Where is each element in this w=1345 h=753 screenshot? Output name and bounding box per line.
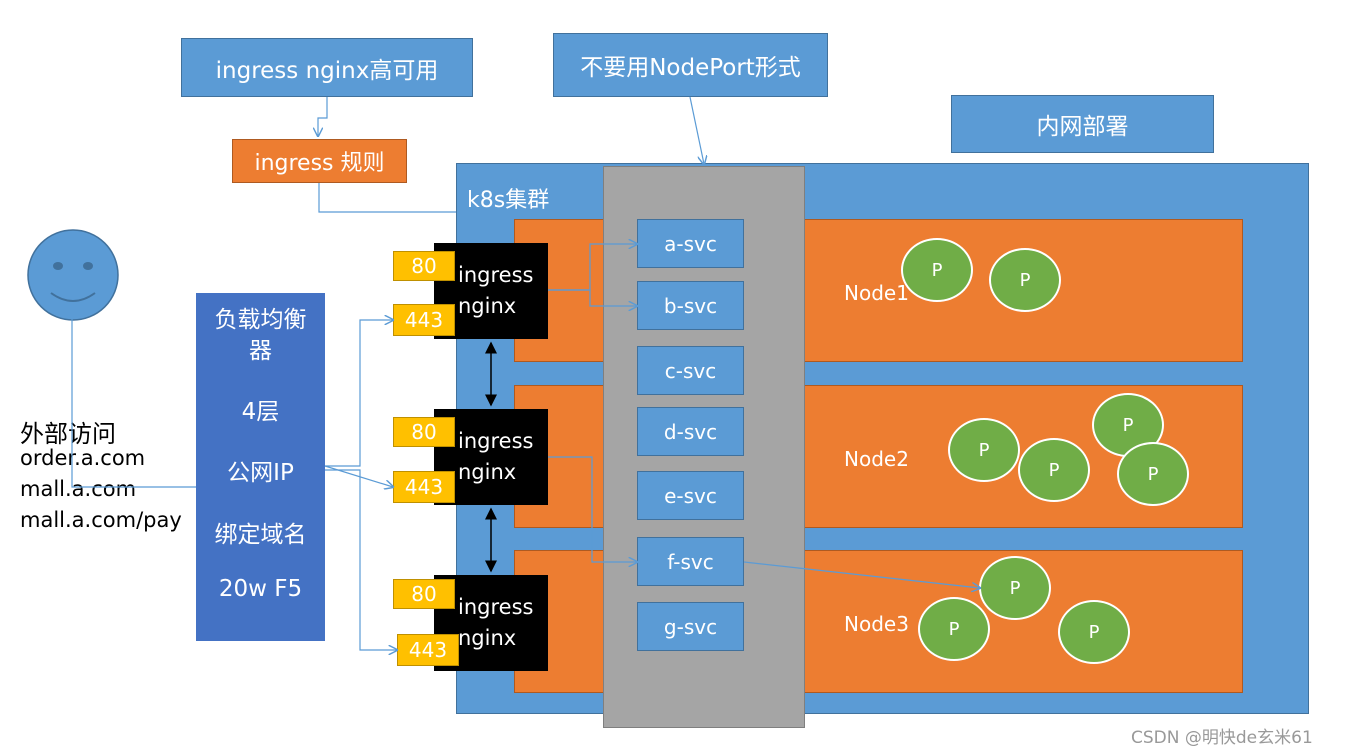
node3-label: Node3 <box>844 612 909 636</box>
service-f-svc: f-svc <box>637 537 744 586</box>
node1-label: Node1 <box>844 281 909 305</box>
watermark: CSDN @明快de玄米61 <box>1131 728 1313 748</box>
pod-node1-b: P <box>989 248 1061 312</box>
service-a-svc: a-svc <box>637 219 744 268</box>
ingress-nginx-1-line2: nginx <box>458 294 517 318</box>
ingress-rules-box: ingress 规则 <box>232 139 407 183</box>
port-80-3: 80 <box>393 579 455 609</box>
service-b-svc: b-svc <box>637 281 744 330</box>
service-g-svc: g-svc <box>637 602 744 651</box>
service-e-svc: e-svc <box>637 471 744 520</box>
lb-title-line2: 器 <box>249 338 272 364</box>
lb-layer: 4层 <box>241 399 280 425</box>
lb-domain: 绑定域名 <box>214 522 307 548</box>
pod-node3-b: P <box>918 597 990 661</box>
pod-node3-a: P <box>979 556 1051 620</box>
user-smiley-icon <box>27 229 119 321</box>
service-c-svc: c-svc <box>637 346 744 395</box>
lb-title-line1: 负载均衡 <box>214 307 307 333</box>
port-443-2: 443 <box>393 471 455 503</box>
pod-node1-a: P <box>901 238 973 302</box>
ingress-nginx-2-line2: nginx <box>458 460 517 484</box>
port-443-1: 443 <box>393 304 455 336</box>
pod-node2-d: P <box>1117 442 1189 506</box>
cluster-title: k8s集群 <box>467 188 550 213</box>
port-80-1: 80 <box>393 251 455 281</box>
external-url-1: order.a.com <box>20 446 146 470</box>
load-balancer: 负载均衡 器 4层 公网IP 绑定域名 20w F5 <box>196 293 325 641</box>
ingress-nginx-2-line1: ingress <box>458 429 534 453</box>
external-access-title: 外部访问 <box>20 420 116 448</box>
no-nodeport-label: 不要用NodePort形式 <box>553 33 828 97</box>
pod-node2-c: P <box>1018 438 1090 502</box>
ingress-nginx-3-line2: nginx <box>458 626 517 650</box>
node2-label: Node2 <box>844 447 909 471</box>
lb-public-ip: 公网IP <box>227 460 294 486</box>
ingress-ha-label: ingress nginx高可用 <box>181 38 473 97</box>
ingress-nginx-3-line1: ingress <box>458 595 534 619</box>
ingress-nginx-1-line1: ingress <box>458 263 534 287</box>
lb-price: 20w F5 <box>218 576 303 602</box>
intranet-deploy-label: 内网部署 <box>951 95 1214 153</box>
pod-node3-c: P <box>1058 600 1130 664</box>
external-url-3: mall.a.com/pay <box>20 508 182 532</box>
port-443-3: 443 <box>397 634 459 666</box>
pod-node2-b: P <box>948 418 1020 482</box>
ingress-nginx-2: ingress nginx <box>434 409 548 505</box>
service-d-svc: d-svc <box>637 407 744 456</box>
external-url-2: mall.a.com <box>20 477 137 501</box>
port-80-2: 80 <box>393 417 455 447</box>
